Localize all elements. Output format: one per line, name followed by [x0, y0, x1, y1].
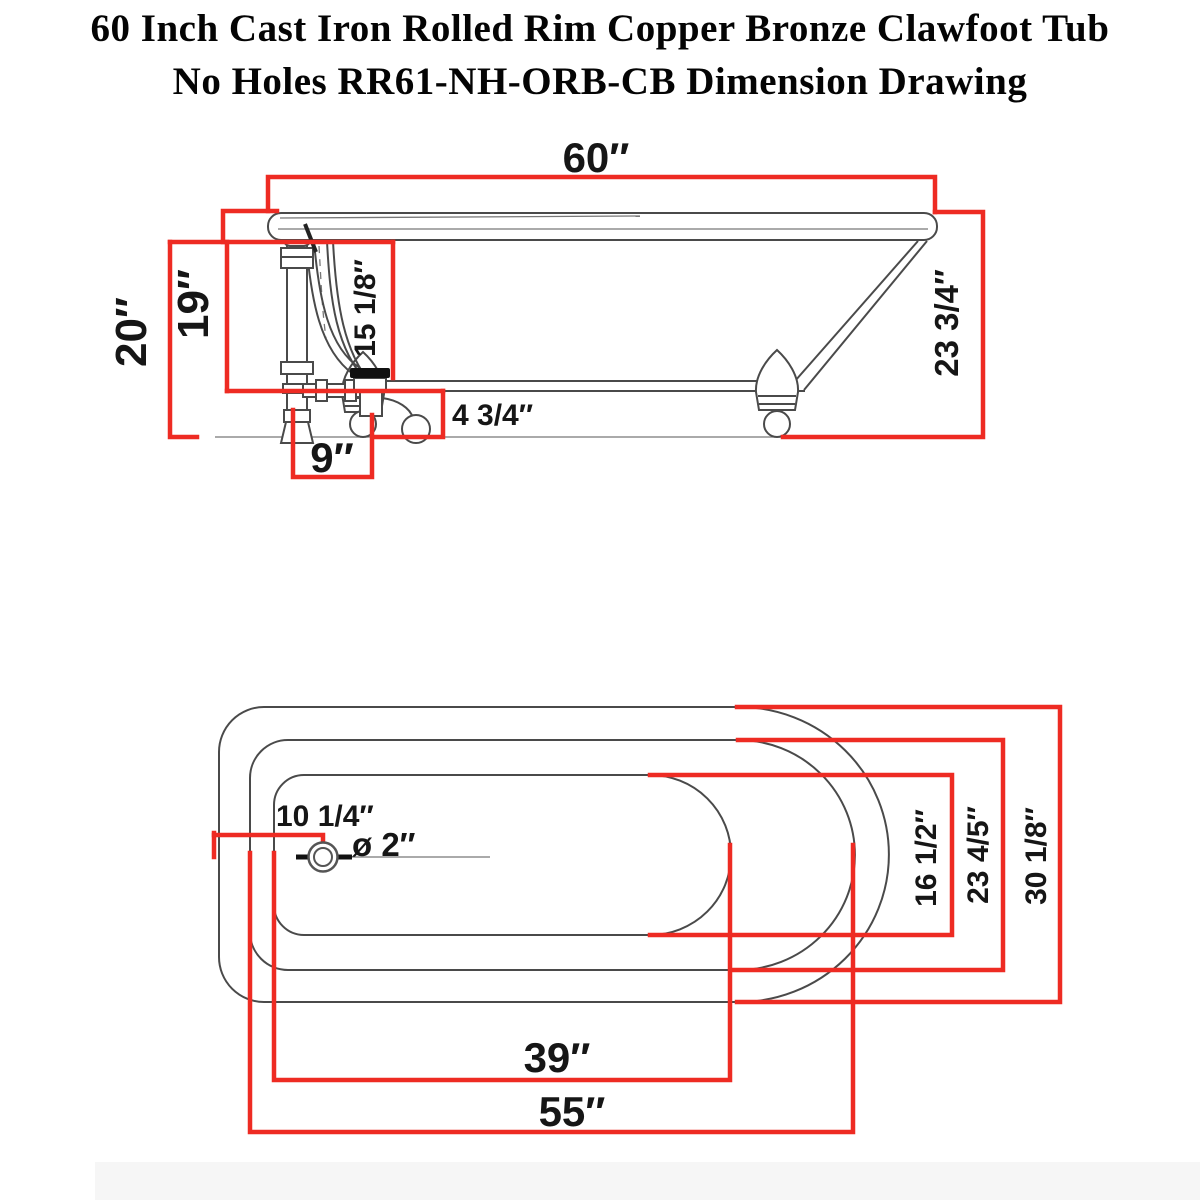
dim-line-drain-offset [290, 407, 375, 480]
drain-fitting [296, 841, 352, 873]
dim-overall-height-left-label: 20″ [107, 297, 156, 367]
side-view-dimensions: 60″ 20″ 19″ 15 1/8″ 23 3/4″ 4 3/4″ 9″ [107, 134, 986, 481]
rim-outline [267, 212, 938, 241]
top-view-dimensions: 10 1/4″ ø 2″ 16 1/2″ 23 4/5″ 30 1/8″ 39″… [211, 704, 1063, 1135]
drain-flange [350, 368, 390, 378]
drain-inner-circle [313, 847, 333, 867]
dim-line-interior-length [271, 842, 733, 1083]
dim-underbody-clearance-label: 4 3/4″ [452, 399, 533, 432]
dim-drain-offset-label: 9″ [310, 434, 353, 481]
dim-interior-depth-label: 15 1/8″ [349, 259, 382, 357]
dim-line-height-left [167, 239, 200, 440]
dim-line-clearance [370, 388, 446, 440]
dim-line-overall-length [265, 174, 938, 215]
standpipe-collar [280, 256, 314, 269]
rear-wall-outer-line [794, 240, 919, 382]
page-title: 60 Inch Cast Iron Rolled Rim Copper Bron… [0, 2, 1200, 108]
trap-bend-pipe [381, 397, 414, 419]
standpipe-collar [280, 247, 314, 258]
dim-rim-width-label: 23 4/5″ [962, 806, 995, 904]
hidden-pipe-dashed-line [318, 245, 327, 339]
standpipe-collar [283, 409, 311, 423]
dim-connector-left [220, 208, 280, 245]
dim-line-rim-length [247, 842, 856, 1135]
rear-foot [754, 348, 800, 438]
dim-drain-from-left-label: 10 1/4″ [276, 800, 374, 833]
plan-interior-basin [273, 774, 732, 936]
rear-wall-inner-line [803, 240, 928, 391]
dim-interior-length-label: 39″ [524, 1034, 591, 1081]
dim-overall-length-label: 60″ [563, 134, 630, 181]
dim-line-drain-position [211, 832, 326, 855]
plan-outer-rim [218, 706, 890, 1003]
drain-outer-circle [307, 841, 339, 873]
dim-line-overall-width [734, 704, 1063, 1005]
standpipe-base [279, 421, 315, 444]
standpipe-collar [280, 361, 314, 375]
rim-highlight-line [279, 215, 641, 219]
drain-shoe [353, 377, 387, 391]
page-title-line1: 60 Inch Cast Iron Rolled Rim Copper Bron… [90, 7, 1110, 50]
dim-rim-length-label: 55″ [539, 1088, 606, 1135]
overflow-attachment-tick [303, 223, 318, 253]
dim-rim-to-floor-label: 19″ [169, 269, 218, 339]
dim-line-rim-width [730, 737, 1006, 973]
dim-rim-height-back-label: 23 3/4″ [928, 269, 965, 377]
page-title-line2: No Holes RR61-NH-ORB-CB Dimension Drawin… [172, 60, 1028, 103]
dim-line-height-back [780, 209, 986, 440]
overflow-pipe-inner [313, 240, 361, 369]
side-view-drawing [215, 212, 938, 444]
dim-line-interior-width [647, 772, 955, 938]
dim-interior-width-label: 16 1/2″ [910, 809, 943, 907]
dim-drain-diameter-label: ø 2″ [352, 826, 416, 863]
dim-overall-width-label: 30 1/8″ [1020, 807, 1053, 905]
rolled-rim [267, 212, 938, 241]
drain-tailpiece [359, 389, 383, 417]
footer-band [95, 1162, 1200, 1200]
